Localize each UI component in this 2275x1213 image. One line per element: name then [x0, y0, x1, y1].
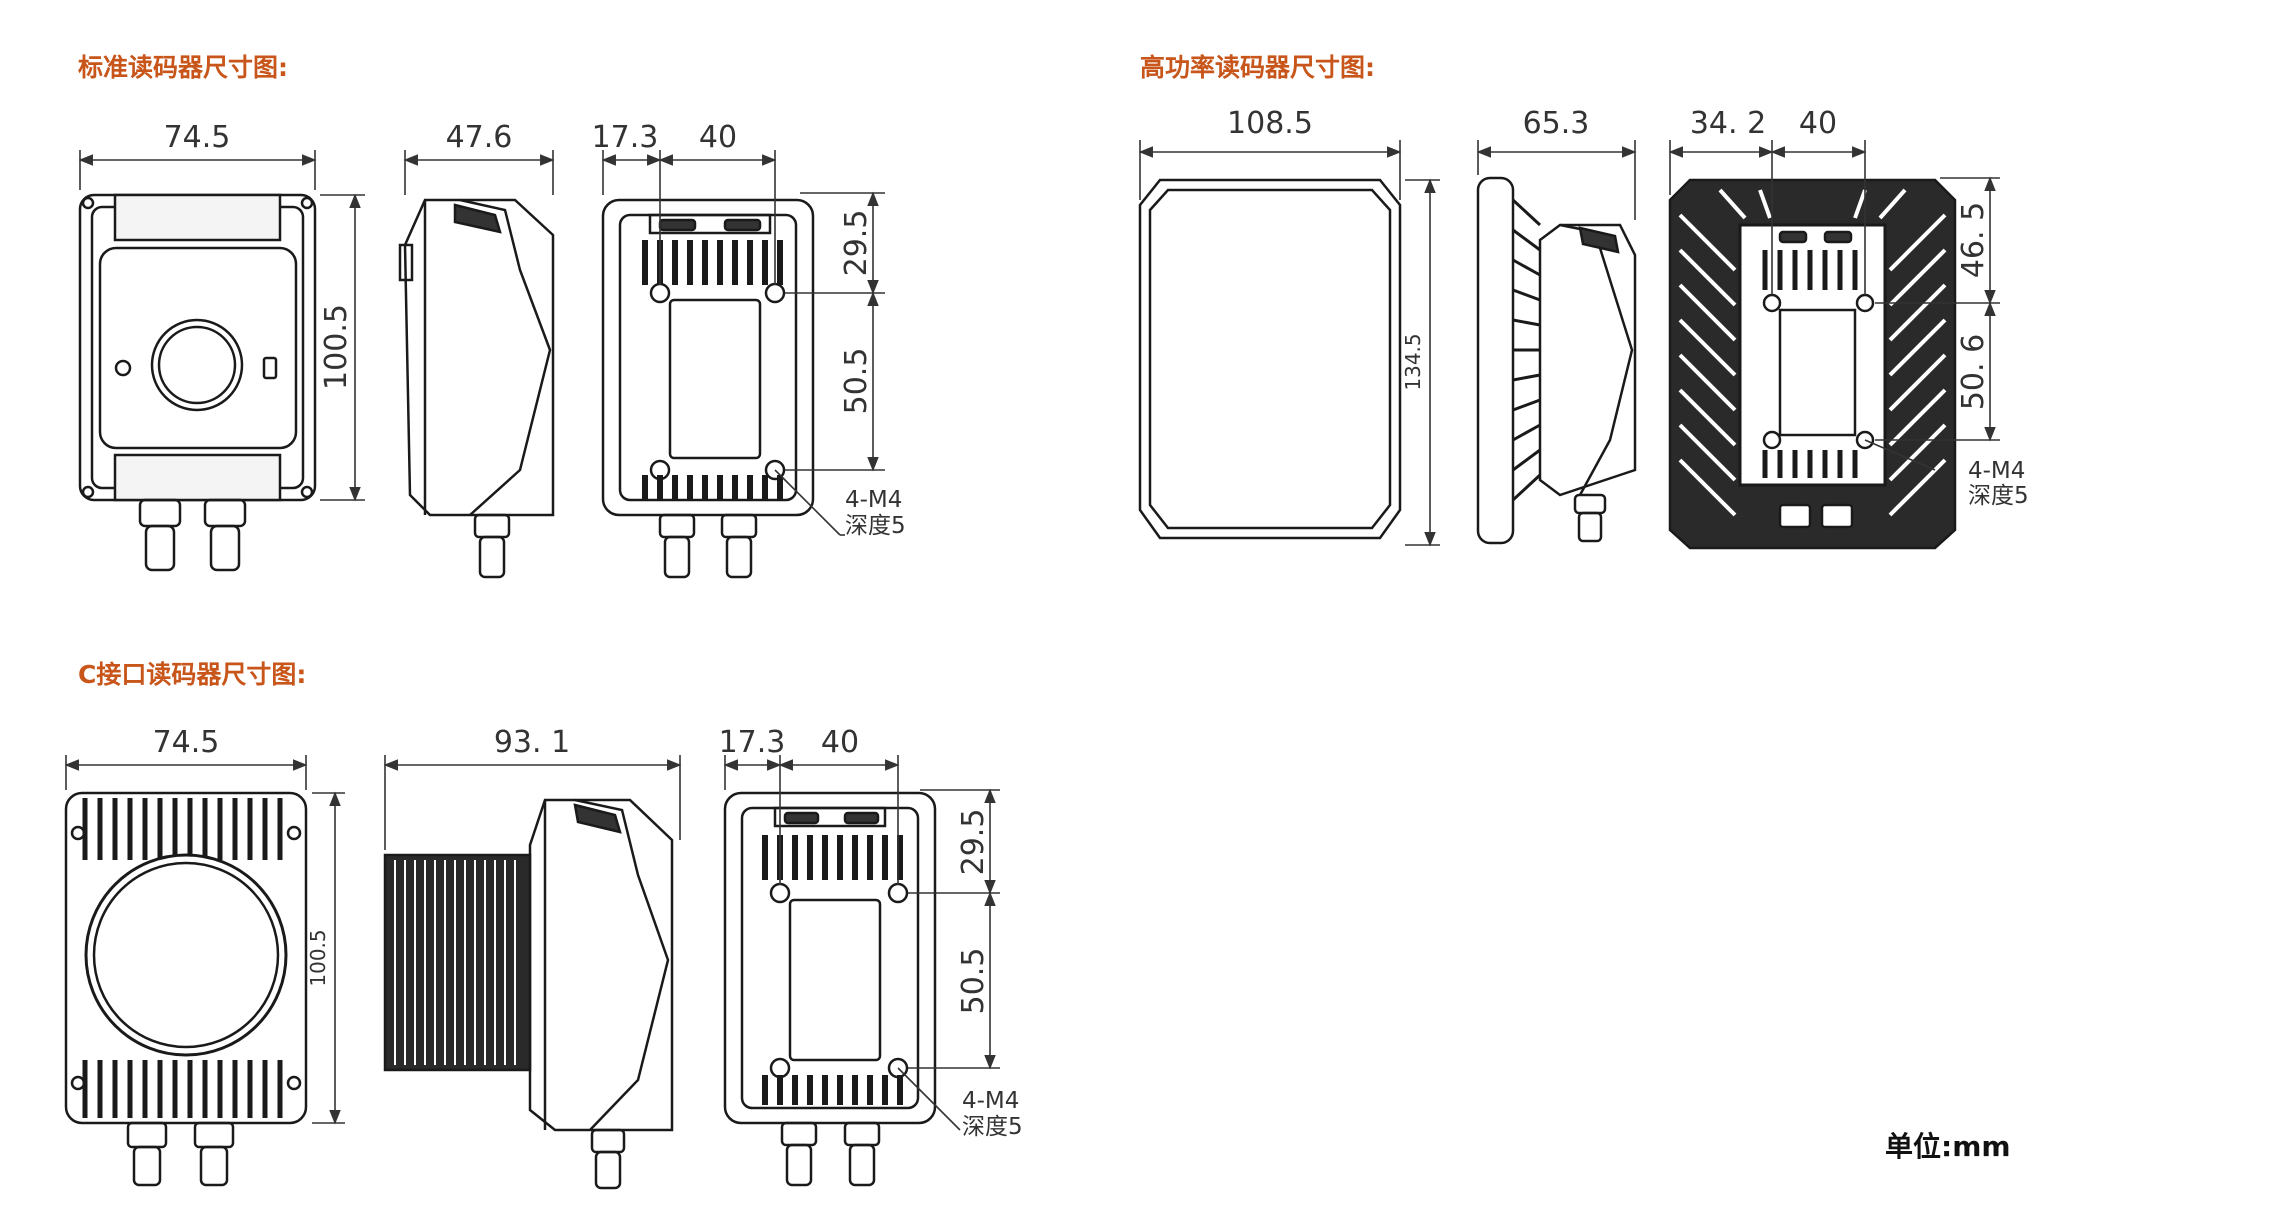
standard-back-view [601, 198, 815, 579]
cm-screw-note: 4-M4 [962, 1088, 1019, 1114]
standard-front-view [78, 193, 317, 572]
unit-label: 单位:mm [1885, 1130, 2011, 1163]
standard-dimensions [78, 150, 885, 536]
std-front-width-label: 74.5 [164, 120, 231, 155]
cm-back-offset-label: 17.3 [719, 725, 786, 760]
hp-back-offset-label: 34. 2 [1690, 106, 1766, 141]
hp-back-spacing-label: 40 [1799, 106, 1837, 141]
cm-side-depth-label: 93. 1 [494, 725, 570, 760]
std-front-height-label: 100.5 [319, 304, 354, 390]
hp-front-width-label: 108.5 [1227, 106, 1313, 141]
standard-side-view [398, 198, 555, 579]
c-mount-dimensions [64, 755, 1000, 1131]
cm-back-spacing-label: 40 [821, 725, 859, 760]
hp-screw-note: 4-M4 [1968, 458, 2025, 484]
std-depth-note: 深度5 [845, 513, 906, 539]
title-high-power-reader: 高功率读码器尺寸图: [1140, 53, 1375, 82]
hp-back-upper-label: 46. 5 [1956, 202, 1991, 278]
std-back-lower-label: 50.5 [839, 348, 874, 415]
high-power-back-view [1668, 178, 1957, 550]
std-back-offset-label: 17.3 [592, 120, 659, 155]
hp-side-depth-label: 65.3 [1523, 106, 1590, 141]
c-mount-back-view [723, 791, 937, 1187]
std-side-depth-label: 47.6 [446, 120, 513, 155]
title-c-mount-reader: C接口读码器尺寸图: [78, 660, 307, 689]
high-power-dimensions [1138, 140, 2000, 547]
title-standard-reader: 标准读码器尺寸图: [78, 53, 288, 82]
high-power-front-view [1138, 178, 1402, 540]
hp-front-height-label: 134.5 [1401, 333, 1425, 390]
cm-back-upper-label: 29.5 [956, 809, 991, 876]
hp-back-lower-label: 50. 6 [1956, 334, 1991, 410]
cm-front-width-label: 74.5 [153, 725, 220, 760]
hp-depth-note: 深度5 [1968, 483, 2029, 509]
cm-depth-note: 深度5 [962, 1114, 1023, 1140]
cm-back-lower-label: 50.5 [956, 948, 991, 1015]
c-mount-side-view [383, 798, 674, 1190]
high-power-side-view [1476, 176, 1637, 545]
c-mount-front-view [64, 791, 308, 1187]
std-back-upper-label: 29.5 [839, 210, 874, 277]
std-screw-note: 4-M4 [845, 487, 902, 513]
std-back-spacing-label: 40 [699, 120, 737, 155]
cm-front-height-label: 100.5 [306, 929, 330, 986]
